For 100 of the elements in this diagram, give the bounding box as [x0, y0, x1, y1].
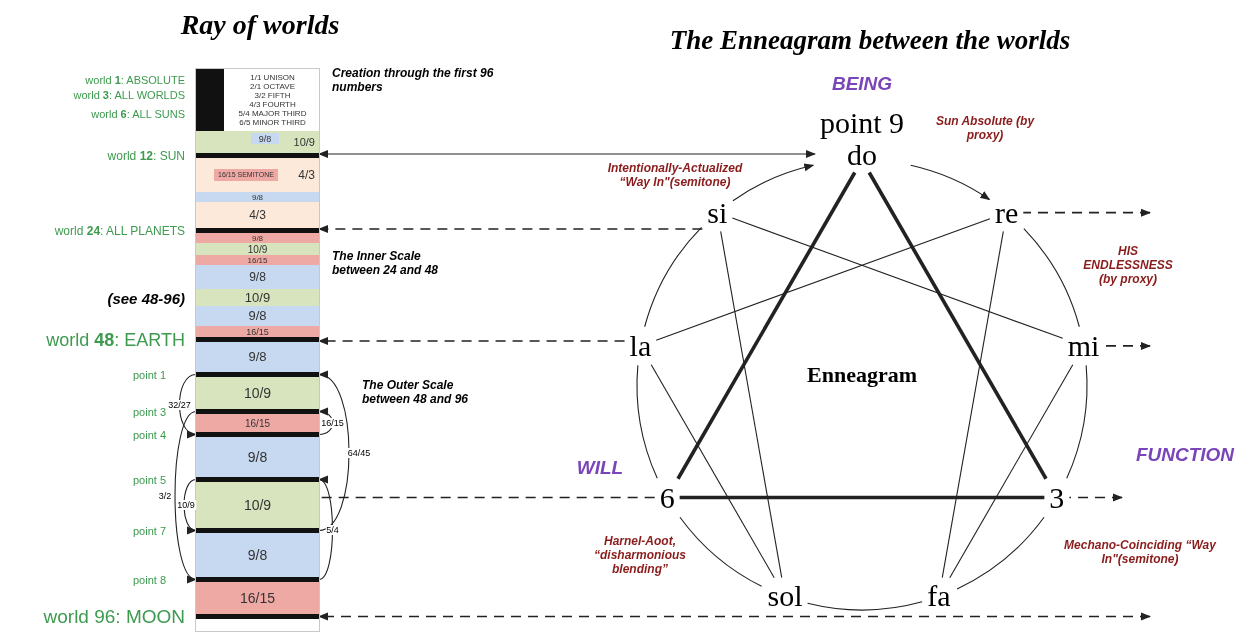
- ratio-label: 10/9: [293, 136, 315, 148]
- chord-line: [720, 230, 783, 579]
- edge-label: 32/27: [167, 399, 192, 410]
- ratio-band: [196, 306, 319, 326]
- guide-arrow: [1103, 341, 1151, 350]
- note-text: (see 48-96): [107, 289, 185, 307]
- aspect-label: BEING: [831, 73, 893, 95]
- ratio-label: 4/3: [249, 208, 266, 222]
- ratio-band: [196, 437, 319, 477]
- ratio-label: 4/3 FOURTH: [249, 100, 296, 109]
- ratio-band: [196, 342, 319, 372]
- interval-arrow: [183, 478, 197, 532]
- ratio-label: 9/8: [247, 547, 268, 563]
- ratio-band: [214, 169, 278, 181]
- ratio-label: 4/3: [298, 168, 315, 182]
- circle-arc: [956, 516, 1045, 590]
- guide-arrow: [318, 225, 704, 233]
- ratio-band: [196, 377, 319, 409]
- chord-line: [731, 217, 1064, 339]
- note-label: re: [993, 196, 1020, 229]
- ratio-band: [196, 131, 319, 153]
- aspect-label: WILL: [576, 457, 624, 479]
- note-label: la: [628, 330, 653, 362]
- note-label: si: [706, 196, 729, 229]
- ratio-label: 16/15: [239, 590, 275, 606]
- ratio-label: 16/15: [246, 326, 269, 337]
- ratio-label: 1/1 UNISON: [250, 73, 295, 82]
- edge-label: 10/9: [176, 500, 196, 510]
- ratio-label: 10/9: [247, 243, 268, 255]
- point-label: point 9: [818, 106, 906, 138]
- ratio-label: 9/8: [249, 270, 266, 284]
- note-label: do: [847, 138, 877, 170]
- level-label: world 1: ABSOLUTE: [85, 74, 185, 86]
- ratio-label: 2/1 OCTAVE: [249, 82, 296, 91]
- circle-arc: [636, 364, 658, 479]
- edge-label: 64/45: [346, 447, 372, 458]
- note-text: The Inner Scale between 24 and 48: [332, 249, 440, 277]
- ratio-label: 10/9: [243, 497, 272, 513]
- ratio-band: [196, 533, 319, 577]
- ratio-label: 10/9: [244, 290, 271, 305]
- circle-arc: [910, 164, 991, 201]
- heading: Ray of worlds: [180, 9, 340, 41]
- level-label: world 48: EARTH: [46, 329, 185, 350]
- ratio-band: [196, 233, 319, 243]
- ratio-band: [196, 289, 319, 306]
- level-bar: [196, 432, 319, 437]
- circle-arc: [644, 226, 703, 328]
- guide-arrow: [318, 612, 1151, 621]
- note-label: sol: [766, 580, 804, 613]
- level-label: point 5: [132, 473, 166, 486]
- note-label: 6: [658, 481, 676, 514]
- edge-label: Sun Absolute (by proxy): [934, 114, 1036, 142]
- ratio-label: 16/15: [247, 255, 268, 265]
- circle-arc: [679, 516, 763, 587]
- scale-column: [195, 68, 320, 632]
- ratio-label: 10/9: [243, 385, 272, 401]
- interval-arrow: [178, 373, 197, 437]
- annotation-text: Harnel-Aoot, “disharmonious blending”: [593, 534, 687, 576]
- edge-label: 3/2: [157, 490, 173, 501]
- interval-arrow: [318, 373, 350, 532]
- ratio-label: 9/8: [251, 233, 264, 243]
- note-label: mi: [1066, 330, 1101, 362]
- level-label: point 1: [132, 368, 166, 381]
- chord-line: [676, 171, 857, 480]
- circle-arc: [1023, 228, 1080, 328]
- guide-arrow: [1068, 493, 1123, 502]
- note-text: The Outer Scale between 48 and 96: [362, 378, 470, 406]
- guide-arrow: [1022, 208, 1151, 217]
- aspect-label: FUNCTION: [1135, 444, 1235, 466]
- level-label: world 3: ALL WORLDS: [73, 89, 185, 101]
- ratio-band: [251, 133, 279, 144]
- ratio-band: [196, 192, 319, 202]
- level-bar: [196, 528, 319, 533]
- chord-line: [655, 218, 991, 341]
- ratio-band: [196, 255, 319, 265]
- guide-arrow: [318, 337, 626, 345]
- ratio-label: 9/8: [248, 309, 267, 323]
- note-text: Creation through the first 96 numbers: [332, 66, 495, 94]
- edge-label: 5/4: [325, 524, 340, 535]
- ratio-label: 9/8: [248, 350, 267, 364]
- guide-arrow: [318, 150, 816, 158]
- ratio-band: [196, 482, 319, 528]
- level-bar: [196, 372, 319, 377]
- note-label: fa: [926, 580, 952, 613]
- level-bar: [196, 409, 319, 414]
- chord-line: [949, 364, 1074, 579]
- heading: The Enneagram between the worlds: [669, 24, 1071, 56]
- note-label: 3: [1048, 481, 1066, 514]
- ratio-label: 3/2 FIFTH: [254, 91, 291, 100]
- chord-line: [679, 495, 1045, 500]
- chord-line: [867, 171, 1048, 480]
- annotation-text: Mechano-Coinciding “Way In"(semitone): [1063, 538, 1218, 566]
- ratio-label: 16/15: [245, 417, 270, 429]
- center-label: Enneagram: [807, 362, 917, 388]
- ratio-label: 9/8: [247, 449, 268, 465]
- chord-line: [650, 364, 775, 579]
- circle-arc: [732, 163, 815, 202]
- ratio-band: [196, 414, 319, 432]
- level-bar: [196, 614, 319, 619]
- ratio-label: 6/5 MINOR THIRD: [239, 118, 306, 127]
